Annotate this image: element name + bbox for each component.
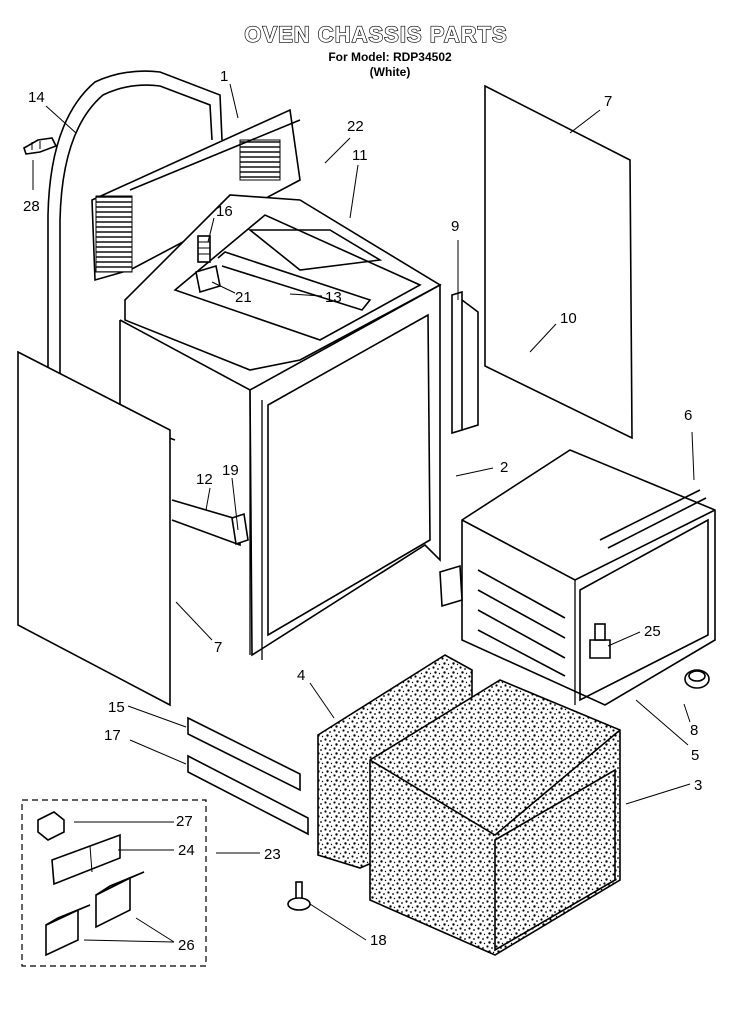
clamp-part <box>37 811 65 841</box>
callout-1: 1 <box>220 68 228 85</box>
callout-24: 24 <box>178 842 195 859</box>
callout-19: 19 <box>222 462 239 479</box>
callout-23: 23 <box>264 846 281 863</box>
callout-6: 6 <box>684 407 692 424</box>
callout-21: 21 <box>235 289 252 306</box>
mounting-bracket-part <box>51 833 121 886</box>
callout-27: 27 <box>176 813 193 830</box>
callout-7-left: 7 <box>214 639 222 656</box>
cap-part <box>684 669 710 689</box>
upper-rail-part <box>187 716 301 792</box>
lower-bracket-part <box>171 499 249 547</box>
rear-strip-part <box>451 290 479 435</box>
callout-8: 8 <box>690 722 698 739</box>
rear-vent-panel-part <box>91 108 301 282</box>
left-side-panel-part <box>17 350 171 707</box>
callout-7-right: 7 <box>604 93 612 110</box>
block-part-b <box>95 871 145 929</box>
callout-2: 2 <box>500 459 508 476</box>
clip-part <box>23 137 58 155</box>
callout-9: 9 <box>451 218 459 235</box>
callout-13: 13 <box>325 289 342 306</box>
side-trim-part <box>47 70 223 375</box>
callout-25: 25 <box>644 623 661 640</box>
callout-10: 10 <box>560 310 577 327</box>
callout-3: 3 <box>694 777 702 794</box>
callout-17: 17 <box>104 727 121 744</box>
color-line: (White) <box>369 65 411 79</box>
insulation-blanket-large-part <box>369 679 621 956</box>
block-part-a <box>45 904 91 957</box>
light-socket-part <box>589 623 611 659</box>
callout-22: 22 <box>347 118 364 135</box>
callout-16: 16 <box>216 203 233 220</box>
callout-4: 4 <box>297 667 305 684</box>
callout-28: 28 <box>23 198 40 215</box>
leveling-leg-part <box>287 881 311 911</box>
callout-26: 26 <box>178 937 195 954</box>
leader-lines <box>32 83 695 943</box>
callout-15: 15 <box>108 699 125 716</box>
model-line: For Model: RDP34502 <box>328 50 452 64</box>
diagram-title: OVEN CHASSIS PARTS <box>244 21 508 47</box>
oven-liner-part <box>439 449 716 706</box>
callout-12: 12 <box>196 471 213 488</box>
kit-box <box>21 799 207 967</box>
right-side-panel-part <box>484 84 633 440</box>
callout-14: 14 <box>28 89 45 106</box>
callout-18: 18 <box>370 932 387 949</box>
lower-rail-part <box>187 754 309 836</box>
main-chassis-frame-part <box>119 283 441 660</box>
callout-11: 11 <box>352 147 368 164</box>
callout-5: 5 <box>691 747 699 764</box>
